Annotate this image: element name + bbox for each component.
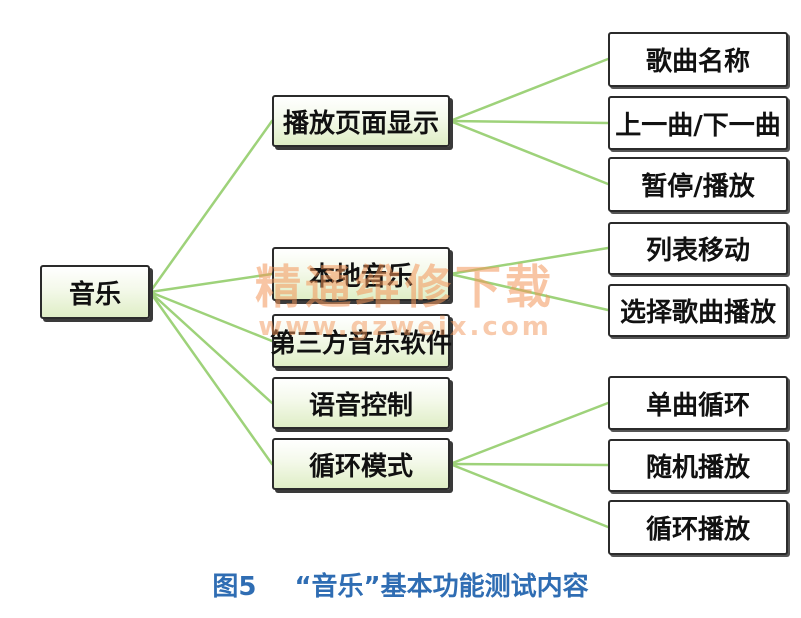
leaf-node-select-song-play: 选择歌曲播放 <box>608 284 788 337</box>
connector-category-0-to-leaf-2 <box>448 119 610 186</box>
connector-category-4-to-leaf-1 <box>448 462 610 467</box>
connector-root-to-category-4 <box>148 290 274 466</box>
connector-lines <box>148 57 610 529</box>
connector-root-to-category-1 <box>148 272 274 294</box>
connector-category-4-to-leaf-2 <box>448 462 610 529</box>
figure-number: 图5 <box>212 572 257 602</box>
category-node-local-music: 本地音乐 <box>272 247 450 301</box>
category-node-third-party-app: 第三方音乐软件 <box>270 314 452 368</box>
leaf-node-song-name: 歌曲名称 <box>608 32 788 87</box>
figure-caption: 图5 “音乐”基本功能测试内容 <box>0 566 801 603</box>
category-node-voice-control: 语音控制 <box>272 377 450 429</box>
connector-category-0-to-leaf-0 <box>448 57 610 123</box>
connector-category-4-to-leaf-0 <box>448 401 610 466</box>
connector-root-to-category-0 <box>148 119 274 294</box>
leaf-node-list-scroll: 列表移动 <box>608 222 788 275</box>
category-node-loop-mode: 循环模式 <box>272 438 450 490</box>
leaf-node-single-loop: 单曲循环 <box>608 376 788 430</box>
leaf-node-prev-next: 上一曲/下一曲 <box>608 96 788 150</box>
figure-title: “音乐”基本功能测试内容 <box>294 572 589 602</box>
leaf-node-random-play: 随机播放 <box>608 439 788 492</box>
category-node-playback-page: 播放页面显示 <box>272 95 450 147</box>
root-node: 音乐 <box>40 265 150 319</box>
connector-category-1-to-leaf-1 <box>448 272 610 312</box>
connector-category-0-to-leaf-1 <box>448 119 610 125</box>
leaf-node-pause-play: 暂停/播放 <box>608 157 788 212</box>
connector-category-1-to-leaf-0 <box>448 246 610 276</box>
leaf-node-loop-play: 循环播放 <box>608 500 788 555</box>
connector-root-to-category-3 <box>148 290 274 405</box>
connector-root-to-category-2 <box>148 290 274 343</box>
